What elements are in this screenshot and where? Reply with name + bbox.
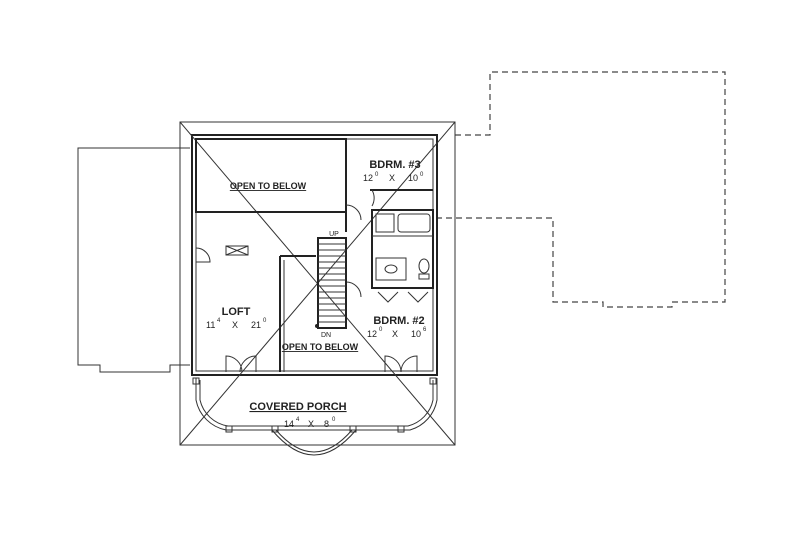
svg-text:X: X [232, 320, 238, 330]
stair-well [317, 237, 347, 329]
vanity [375, 257, 407, 281]
sink-icon [384, 264, 398, 274]
porch-post [349, 425, 357, 433]
closet-bifold-door [377, 291, 429, 303]
linen-closet [375, 213, 395, 233]
porch-rail [195, 378, 438, 431]
stair-treads [318, 243, 346, 323]
toilet-tank [418, 273, 430, 280]
loft-double-door [225, 355, 257, 373]
loft-window-icon [225, 245, 249, 256]
loft-dimensions: 11 4 X 21 0 [206, 318, 267, 330]
bdrm3-label: BDRM. #3 [369, 159, 420, 171]
exterior-wall [191, 134, 438, 376]
door-swing [345, 204, 362, 221]
svg-text:4: 4 [217, 318, 221, 324]
bathtub [397, 213, 431, 233]
svg-text:8: 8 [324, 419, 329, 429]
svg-text:21: 21 [251, 320, 261, 330]
svg-text:4: 4 [296, 417, 300, 423]
bdrm2-double-door [384, 355, 418, 373]
porch-bay [275, 429, 353, 453]
porch-post [397, 425, 405, 433]
svg-text:0: 0 [420, 172, 424, 178]
svg-text:14: 14 [284, 419, 294, 429]
open-to-below-mid-label: OPEN TO BELOW [282, 342, 359, 352]
porch-post [271, 425, 279, 433]
porch-posts [192, 377, 437, 433]
stair-dn-label: DN [321, 332, 331, 339]
svg-text:0: 0 [263, 318, 267, 324]
eave-outline [179, 121, 456, 446]
bdrm2-label: BDRM. #2 [373, 315, 424, 327]
door-swing [195, 247, 211, 263]
open-to-below-top-label: OPEN TO BELOW [230, 181, 307, 191]
svg-text:X: X [389, 173, 395, 183]
porch-post [225, 425, 233, 433]
svg-text:10: 10 [411, 329, 421, 339]
bdrm3-dimensions: 12 0 X 10 0 [363, 172, 424, 183]
svg-text:X: X [392, 329, 398, 339]
svg-text:X: X [308, 419, 314, 429]
porch-bay [271, 429, 357, 456]
roof-outline-right [435, 71, 726, 308]
side-structure-outline [77, 147, 190, 373]
svg-text:11: 11 [206, 320, 215, 330]
svg-text:10: 10 [408, 173, 418, 183]
bath-area [371, 209, 434, 289]
open-to-below-top [195, 138, 347, 213]
stair-up-label: UP [329, 231, 339, 238]
stair-start-dot [315, 324, 319, 328]
loft-label: LOFT [222, 306, 251, 318]
loft-window-icon [225, 245, 249, 256]
bdrm2-dimensions: 12 0 X 10 6 [367, 327, 427, 339]
door-swing [345, 281, 362, 298]
porch-label: COVERED PORCH [249, 401, 346, 413]
porch-post [192, 377, 200, 385]
svg-text:0: 0 [375, 172, 379, 178]
svg-text:12: 12 [363, 173, 373, 183]
svg-text:0: 0 [379, 327, 383, 333]
door-swing [371, 189, 375, 207]
porch-dimensions: 14 4 X 8 0 [284, 417, 336, 429]
svg-text:12: 12 [367, 329, 377, 339]
svg-text:6: 6 [423, 327, 427, 333]
svg-text:0: 0 [332, 417, 336, 423]
porch-post [429, 377, 437, 385]
toilet-icon [418, 258, 430, 274]
